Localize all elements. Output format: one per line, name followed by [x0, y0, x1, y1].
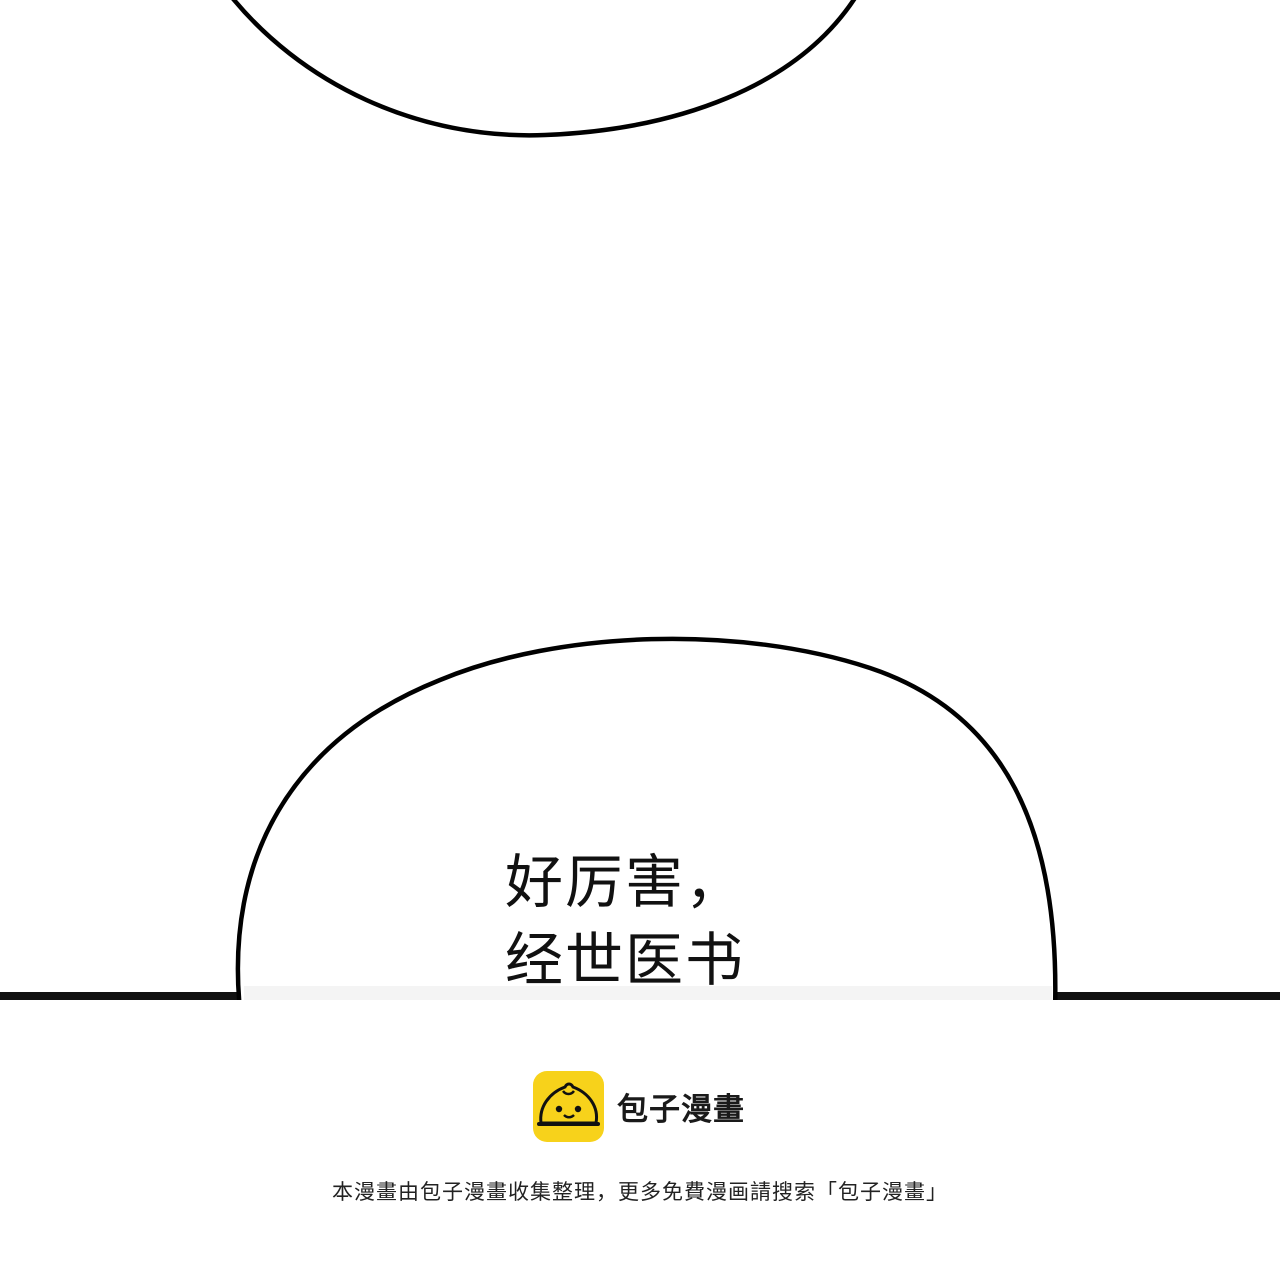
panel-artwork [0, 0, 1280, 1000]
steamed-bun-icon [533, 1070, 604, 1142]
speech-text: 好厉害， 经世医书 [505, 843, 825, 999]
collection-notice: 本漫畫由包子漫畫收集整理，更多免費漫画請搜索「包子漫畫」 [332, 1180, 948, 1204]
bubble-base-fade [244, 986, 1052, 1000]
bottom-speech-bubble [235, 636, 1058, 1000]
comic-panel: 好厉害， 经世医书 [0, 0, 1280, 1000]
top-speech-bubble [231, 0, 857, 138]
watermark-footer: 包子漫畫 本漫畫由包子漫畫收集整理，更多免費漫画請搜索「包子漫畫」 [0, 1000, 1280, 1282]
ground-line-right [1045, 992, 1280, 1000]
speech-line: 经世医书 [505, 926, 746, 994]
speech-line: 好厉害， [505, 848, 746, 916]
ground-line-left [0, 992, 250, 1000]
brand-name: 包子漫畫 [617, 1091, 745, 1128]
brand-block: 包子漫畫 [533, 1070, 745, 1142]
